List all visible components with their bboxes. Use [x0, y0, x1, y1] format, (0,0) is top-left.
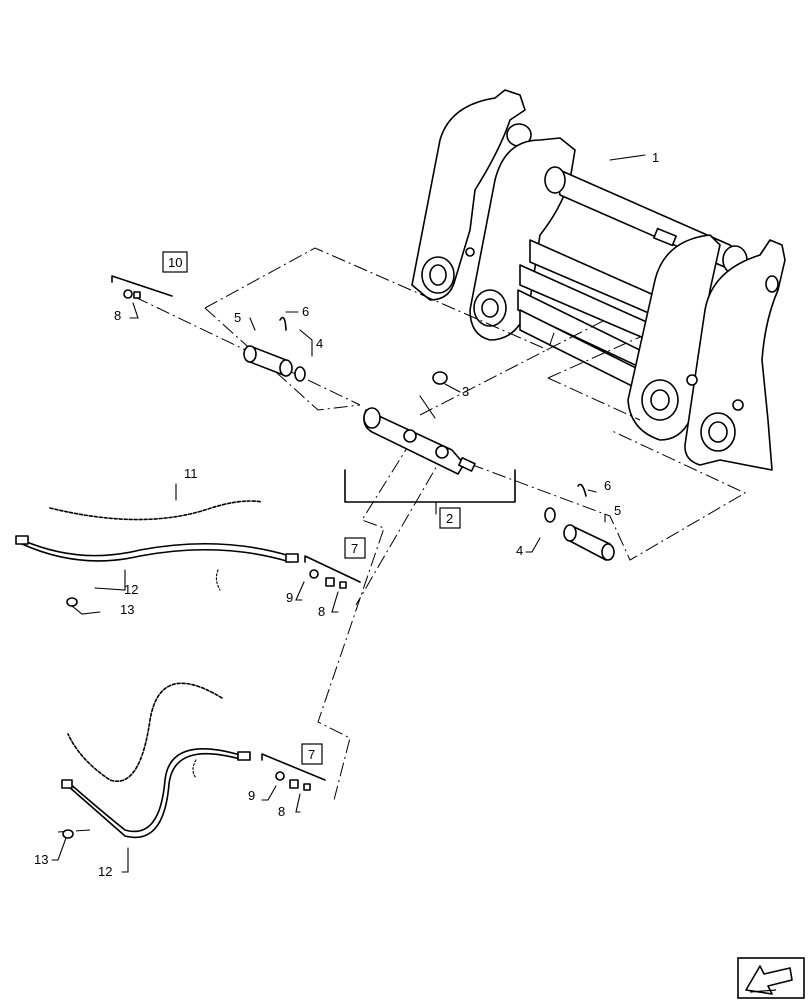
label-5b: 5	[614, 503, 621, 518]
label-3: 3	[462, 384, 469, 399]
label-11: 11	[184, 466, 198, 481]
callouts: 1 2 3 4 4 5 5 6 6 7 7 8 8 8 9 9 10 11 12…	[34, 150, 659, 879]
leader-lines	[51, 154, 646, 873]
label-9a: 9	[286, 590, 293, 605]
reference-lines	[57, 247, 747, 833]
label-13a: 13	[120, 602, 134, 617]
label-2-box	[439, 507, 461, 529]
label-13b: 13	[34, 852, 48, 867]
label-6a: 6	[302, 304, 309, 319]
label-1: 1	[652, 150, 659, 165]
label-12a: 12	[124, 582, 138, 597]
label-2: 2	[446, 511, 453, 526]
label-5a: 5	[234, 310, 241, 325]
o-ring	[432, 371, 448, 385]
label-7b: 7	[308, 747, 315, 762]
pin-right	[544, 483, 615, 561]
label-10: 10	[168, 255, 182, 270]
label-6b: 6	[604, 478, 611, 493]
label-4b: 4	[516, 543, 523, 558]
fittings	[123, 289, 347, 791]
label-8a: 8	[114, 308, 121, 323]
label-9b: 9	[248, 788, 255, 803]
label-10-box	[162, 251, 188, 273]
kit-brackets	[111, 275, 361, 781]
label-4a: 4	[316, 336, 323, 351]
label-7b-box	[301, 743, 323, 765]
label-12b: 12	[98, 864, 112, 879]
hose-assembly-lower	[61, 682, 251, 839]
label-8c: 8	[278, 804, 285, 819]
label-7a-box	[344, 537, 366, 559]
label-7a: 7	[351, 541, 358, 556]
pin-left	[243, 316, 306, 382]
label-8b: 8	[318, 604, 325, 619]
arrow-icon[interactable]	[737, 957, 805, 999]
hydraulic-cylinder	[344, 407, 516, 515]
hose-assembly-upper	[15, 500, 299, 607]
coupler-frame	[411, 89, 786, 471]
